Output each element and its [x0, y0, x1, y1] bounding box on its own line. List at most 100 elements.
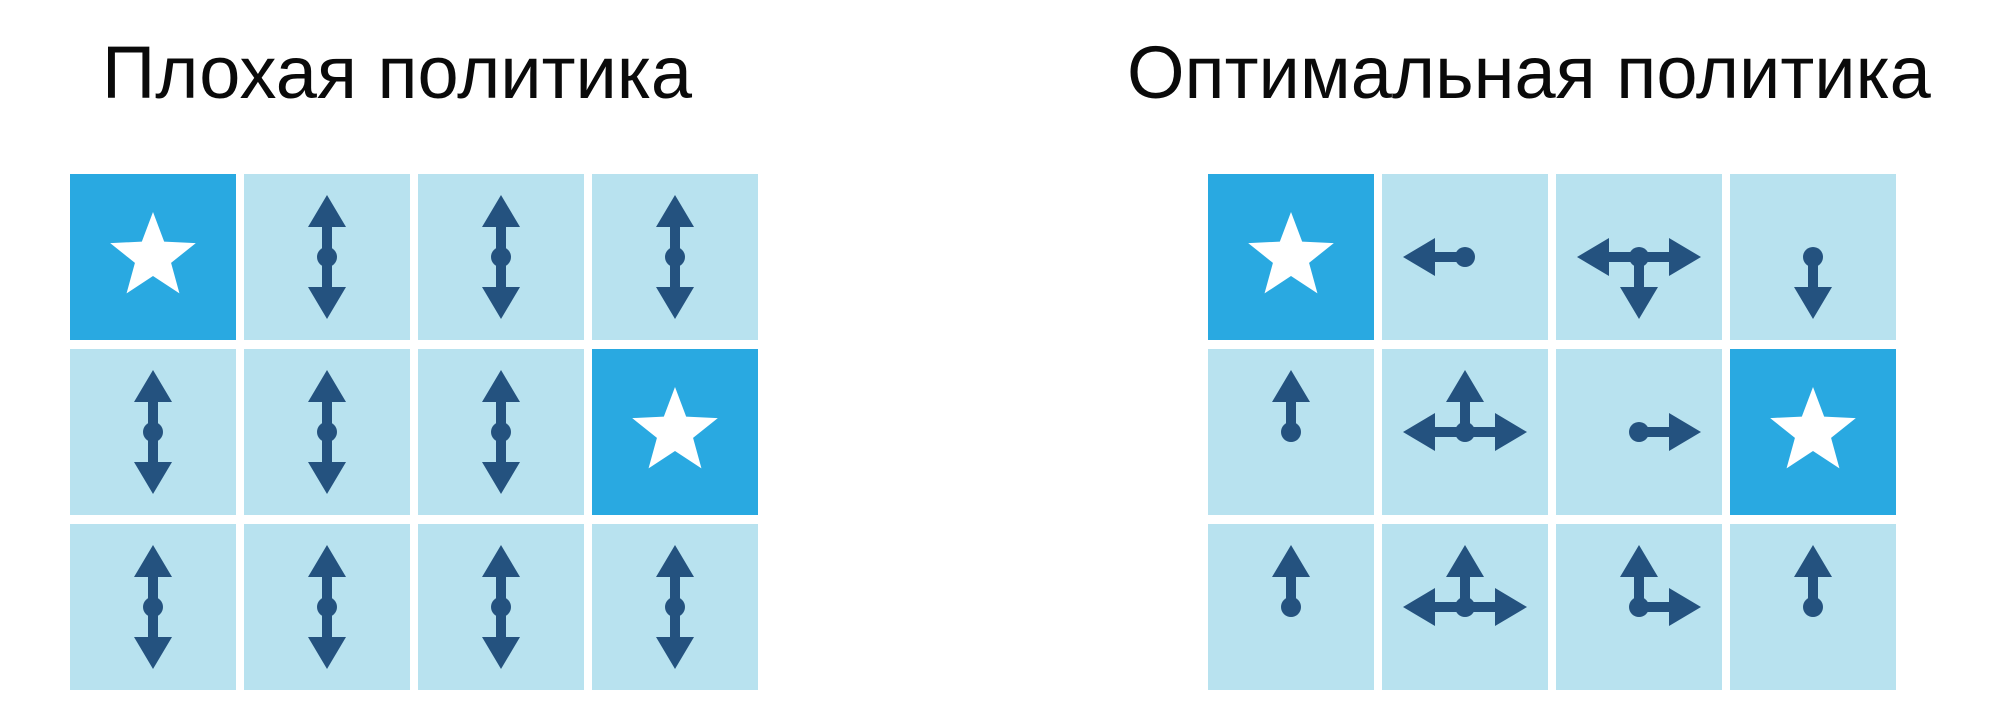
policy-arrows: [1403, 238, 1475, 276]
arrow-left-icon: [1403, 588, 1465, 626]
star-icon: [1770, 387, 1856, 469]
star-icon: [632, 387, 718, 469]
arrow-down-icon: [1794, 257, 1832, 319]
arrow-down-icon: [656, 257, 694, 319]
grid-cell: [1730, 524, 1896, 690]
policy-arrows: [1794, 545, 1832, 617]
arrow-down-icon: [482, 257, 520, 319]
policy-arrows: [656, 195, 694, 319]
policy-arrows: [1272, 370, 1310, 442]
arrow-up-icon: [1794, 545, 1832, 607]
policy-arrows: [482, 545, 520, 669]
grid-cell: [70, 349, 236, 515]
arrow-up-icon: [1272, 370, 1310, 432]
arrow-right-icon: [1465, 588, 1527, 626]
star-icon: [632, 387, 718, 469]
grid-cell: [418, 174, 584, 340]
arrow-up-icon: [656, 545, 694, 607]
star-icon: [110, 212, 196, 294]
grid-cell: [244, 524, 410, 690]
arrow-up-icon: [134, 370, 172, 432]
policy-arrows: [1403, 370, 1527, 451]
state-dot-icon: [491, 247, 511, 267]
grid-cell: [1382, 174, 1548, 340]
policy-arrows: [134, 545, 172, 669]
policy-arrows: [134, 370, 172, 494]
bad-policy-grid: [70, 174, 760, 690]
arrow-down-icon: [482, 607, 520, 669]
optimal-policy-title: Оптимальная политика: [1127, 31, 1931, 114]
state-dot-icon: [1455, 597, 1475, 617]
grid-cell: [1382, 524, 1548, 690]
arrow-up-icon: [134, 545, 172, 607]
policy-arrows: [482, 370, 520, 494]
goal-cell: [70, 174, 236, 340]
arrow-up-icon: [1446, 370, 1484, 432]
arrow-up-icon: [482, 545, 520, 607]
bad-policy-title: Плохая политика: [102, 31, 692, 114]
arrow-down-icon: [134, 607, 172, 669]
optimal-policy-grid: [1208, 174, 1898, 690]
arrow-up-icon: [656, 195, 694, 257]
policy-arrows: [1403, 545, 1527, 626]
arrow-right-icon: [1639, 413, 1701, 451]
arrow-up-icon: [1272, 545, 1310, 607]
state-dot-icon: [1803, 247, 1823, 267]
star-icon: [1770, 387, 1856, 469]
grid-cell: [418, 524, 584, 690]
arrow-down-icon: [308, 432, 346, 494]
grid-cell: [70, 524, 236, 690]
arrow-down-icon: [656, 607, 694, 669]
arrow-up-icon: [482, 370, 520, 432]
state-dot-icon: [1629, 597, 1649, 617]
arrow-right-icon: [1465, 413, 1527, 451]
arrow-up-icon: [482, 195, 520, 257]
grid-cell: [1208, 524, 1374, 690]
policy-arrows: [308, 370, 346, 494]
policy-arrows: [308, 195, 346, 319]
star-icon: [1248, 212, 1334, 294]
state-dot-icon: [317, 422, 337, 442]
state-dot-icon: [317, 247, 337, 267]
state-dot-icon: [317, 597, 337, 617]
goal-cell: [1208, 174, 1374, 340]
arrow-down-icon: [1620, 257, 1658, 319]
arrow-up-icon: [308, 370, 346, 432]
policy-arrows: [482, 195, 520, 319]
policy-arrows: [308, 545, 346, 669]
state-dot-icon: [1629, 422, 1649, 442]
grid-cell: [1556, 524, 1722, 690]
state-dot-icon: [1629, 247, 1649, 267]
grid-cell: [592, 524, 758, 690]
grid-cell: [244, 349, 410, 515]
grid-cell: [1730, 174, 1896, 340]
arrow-left-icon: [1577, 238, 1639, 276]
arrow-left-icon: [1403, 238, 1465, 276]
arrow-right-icon: [1639, 588, 1701, 626]
state-dot-icon: [1455, 422, 1475, 442]
grid-cell: [244, 174, 410, 340]
state-dot-icon: [1281, 422, 1301, 442]
arrow-down-icon: [134, 432, 172, 494]
grid-cell: [592, 174, 758, 340]
state-dot-icon: [665, 597, 685, 617]
arrow-up-icon: [1620, 545, 1658, 607]
grid-cell: [1556, 349, 1722, 515]
policy-arrows: [1629, 413, 1701, 451]
state-dot-icon: [1281, 597, 1301, 617]
state-dot-icon: [1803, 597, 1823, 617]
star-icon: [110, 212, 196, 294]
grid-cell: [1556, 174, 1722, 340]
arrow-up-icon: [308, 545, 346, 607]
policy-arrows: [1620, 545, 1701, 626]
policy-arrows: [1272, 545, 1310, 617]
policy-arrows: [656, 545, 694, 669]
policy-arrows: [1577, 238, 1701, 319]
state-dot-icon: [1455, 247, 1475, 267]
state-dot-icon: [143, 597, 163, 617]
state-dot-icon: [143, 422, 163, 442]
arrow-down-icon: [308, 607, 346, 669]
arrow-down-icon: [482, 432, 520, 494]
grid-cell: [1382, 349, 1548, 515]
arrow-down-icon: [308, 257, 346, 319]
